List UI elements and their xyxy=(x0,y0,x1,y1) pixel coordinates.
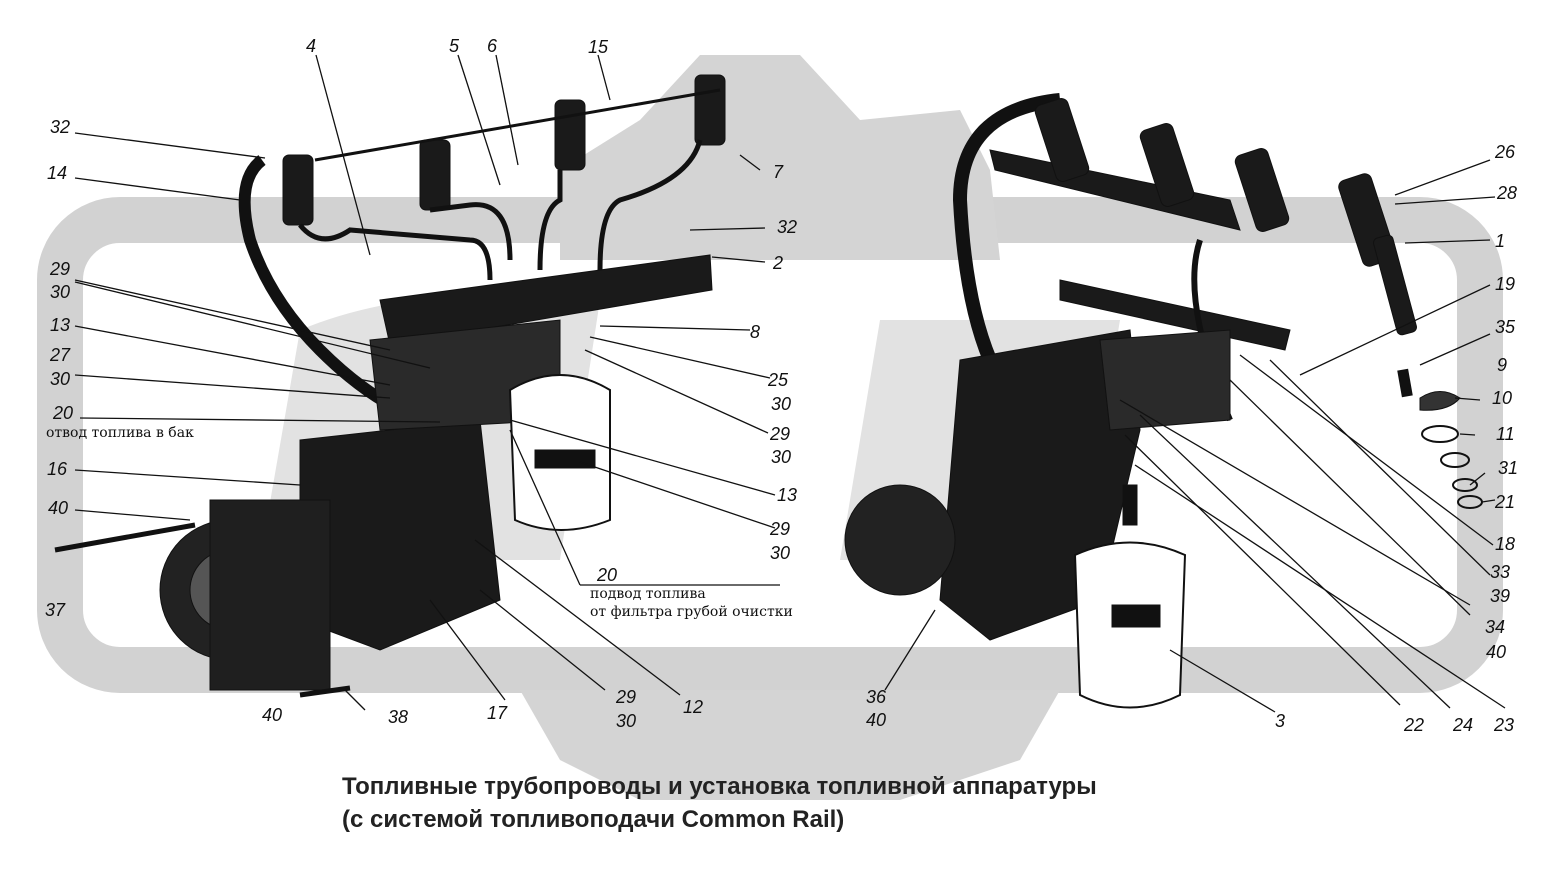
left-assembly xyxy=(54,74,726,698)
caption-line-2: (с системой топливоподачи Common Rail) xyxy=(342,806,845,833)
label-30e: 30 xyxy=(770,543,791,563)
label-29b: 29 xyxy=(770,424,791,444)
label-34: 34 xyxy=(1485,617,1506,637)
label-5: 5 xyxy=(449,36,460,56)
label-14: 14 xyxy=(47,163,68,183)
caption-line-1: Топливные трубопроводы и установка топли… xyxy=(342,773,1097,800)
label-1: 1 xyxy=(1495,231,1506,251)
label-36: 36 xyxy=(866,687,887,707)
label-38: 38 xyxy=(388,707,409,727)
label-40: 40 xyxy=(48,498,69,518)
figure-caption: Топливные трубопроводы и установка топли… xyxy=(342,770,1097,836)
label-40d: 40 xyxy=(866,710,887,730)
label-18: 18 xyxy=(1495,534,1516,554)
label-29c: 29 xyxy=(770,519,791,539)
label-32: 32 xyxy=(50,117,71,137)
label-2: 2 xyxy=(773,253,784,273)
right-assembly xyxy=(844,93,1483,709)
label-10: 10 xyxy=(1492,388,1513,408)
label-22: 22 xyxy=(1404,715,1425,735)
label-24: 24 xyxy=(1453,715,1474,735)
label-35: 35 xyxy=(1495,317,1516,337)
label-4: 4 xyxy=(306,36,317,56)
label-17: 17 xyxy=(487,703,508,723)
label-11: 11 xyxy=(1496,424,1515,444)
label-12: 12 xyxy=(683,697,704,717)
label-33: 33 xyxy=(1490,562,1511,582)
label-30f: 30 xyxy=(616,711,637,731)
label-19: 19 xyxy=(1495,274,1516,294)
label-8: 8 xyxy=(750,322,761,342)
label-16: 16 xyxy=(47,459,68,479)
label-23: 23 xyxy=(1494,715,1515,735)
label-40c: 40 xyxy=(1486,642,1507,662)
label-13b: 13 xyxy=(777,485,798,505)
label-31: 31 xyxy=(1498,458,1519,478)
label-6: 6 xyxy=(487,36,498,56)
label-39: 39 xyxy=(1490,586,1511,606)
label-7: 7 xyxy=(773,162,784,182)
label-20b: 20 xyxy=(597,565,618,585)
label-40b: 40 xyxy=(262,705,283,725)
label-13: 13 xyxy=(50,315,71,335)
label-25: 25 xyxy=(768,370,789,390)
note-supply-line2: от фильтра грубой очистки xyxy=(590,604,793,620)
note-supply-line1: подвод топлива xyxy=(590,586,706,602)
label-21: 21 xyxy=(1495,492,1516,512)
label-15: 15 xyxy=(588,37,609,57)
label-3: 3 xyxy=(1275,711,1286,731)
label-26: 26 xyxy=(1495,142,1516,162)
note-return-to-tank: отвод топлива в бак xyxy=(46,425,194,441)
label-30b: 30 xyxy=(50,369,71,389)
label-29d: 29 xyxy=(616,687,637,707)
leader-lines xyxy=(74,54,1506,713)
label-30d: 30 xyxy=(771,447,792,467)
label-29: 29 xyxy=(50,259,71,279)
label-9: 9 xyxy=(1497,355,1508,375)
label-32b: 32 xyxy=(777,217,798,237)
label-30c: 30 xyxy=(771,394,792,414)
label-27: 27 xyxy=(50,345,71,365)
label-20: 20 xyxy=(53,403,74,423)
label-28: 28 xyxy=(1497,183,1518,203)
label-30: 30 xyxy=(50,282,71,302)
label-37: 37 xyxy=(45,600,66,620)
